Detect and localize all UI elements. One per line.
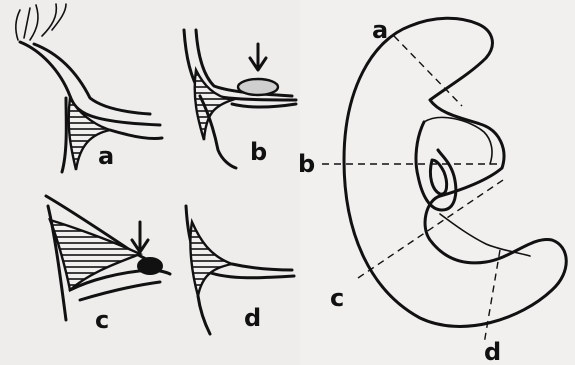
organ-label-c: c xyxy=(330,284,344,312)
panel-d-label: d xyxy=(244,304,261,332)
section-line-a xyxy=(394,36,462,106)
organ-outline xyxy=(344,18,566,326)
panel-c-label: c xyxy=(95,306,109,334)
organ-label-d: d xyxy=(484,338,501,365)
section-line-d xyxy=(484,250,500,344)
section-lines xyxy=(322,36,506,344)
organ-label-b: b xyxy=(298,150,315,178)
organ-label-a: a xyxy=(372,16,388,44)
panel-a-label: a xyxy=(98,142,114,170)
panel-b-label: b xyxy=(250,138,267,166)
